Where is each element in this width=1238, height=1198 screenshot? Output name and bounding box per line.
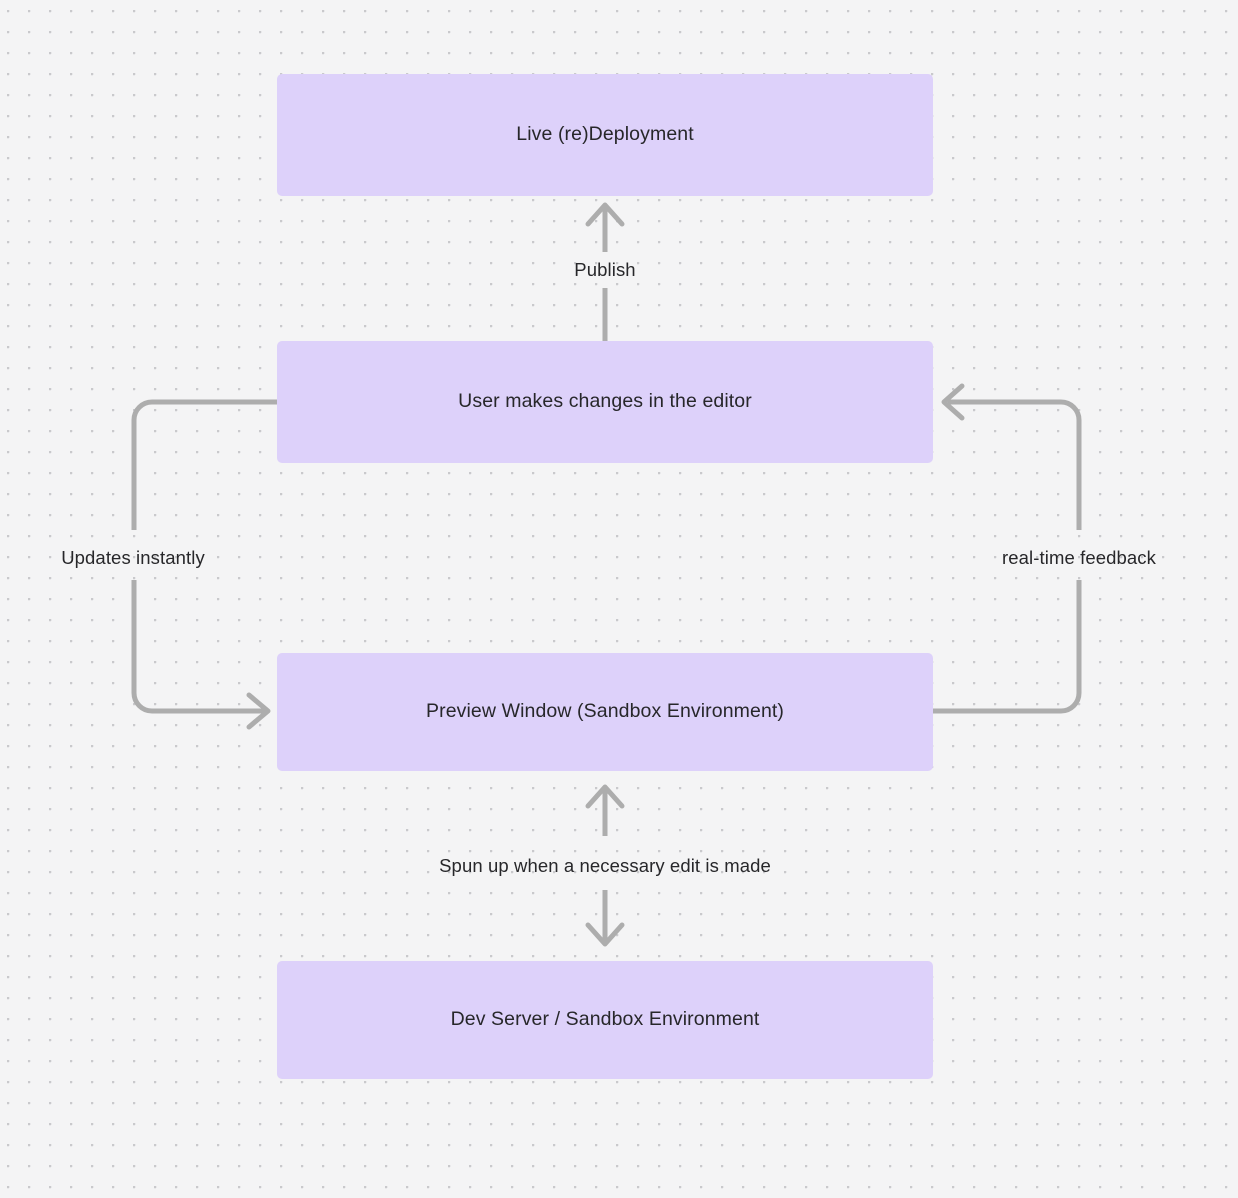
node-user-edits-label: User makes changes in the editor [458, 390, 752, 413]
edge-label-real-time-feedback: real-time feedback [1002, 546, 1156, 568]
node-dev-server[interactable]: Dev Server / Sandbox Environment [277, 961, 933, 1079]
node-user-edits[interactable]: User makes changes in the editor [277, 341, 933, 463]
node-live-deployment[interactable]: Live (re)Deployment [277, 74, 933, 196]
node-live-deployment-label: Live (re)Deployment [516, 123, 694, 146]
edge-label-spun-up: Spun up when a necessary edit is made [439, 854, 771, 876]
edge-label-updates-instantly: Updates instantly [61, 546, 205, 568]
node-preview-window[interactable]: Preview Window (Sandbox Environment) [277, 653, 933, 771]
node-dev-server-label: Dev Server / Sandbox Environment [450, 1008, 760, 1031]
node-preview-window-label: Preview Window (Sandbox Environment) [426, 700, 784, 723]
edge-label-publish: Publish [574, 258, 636, 280]
